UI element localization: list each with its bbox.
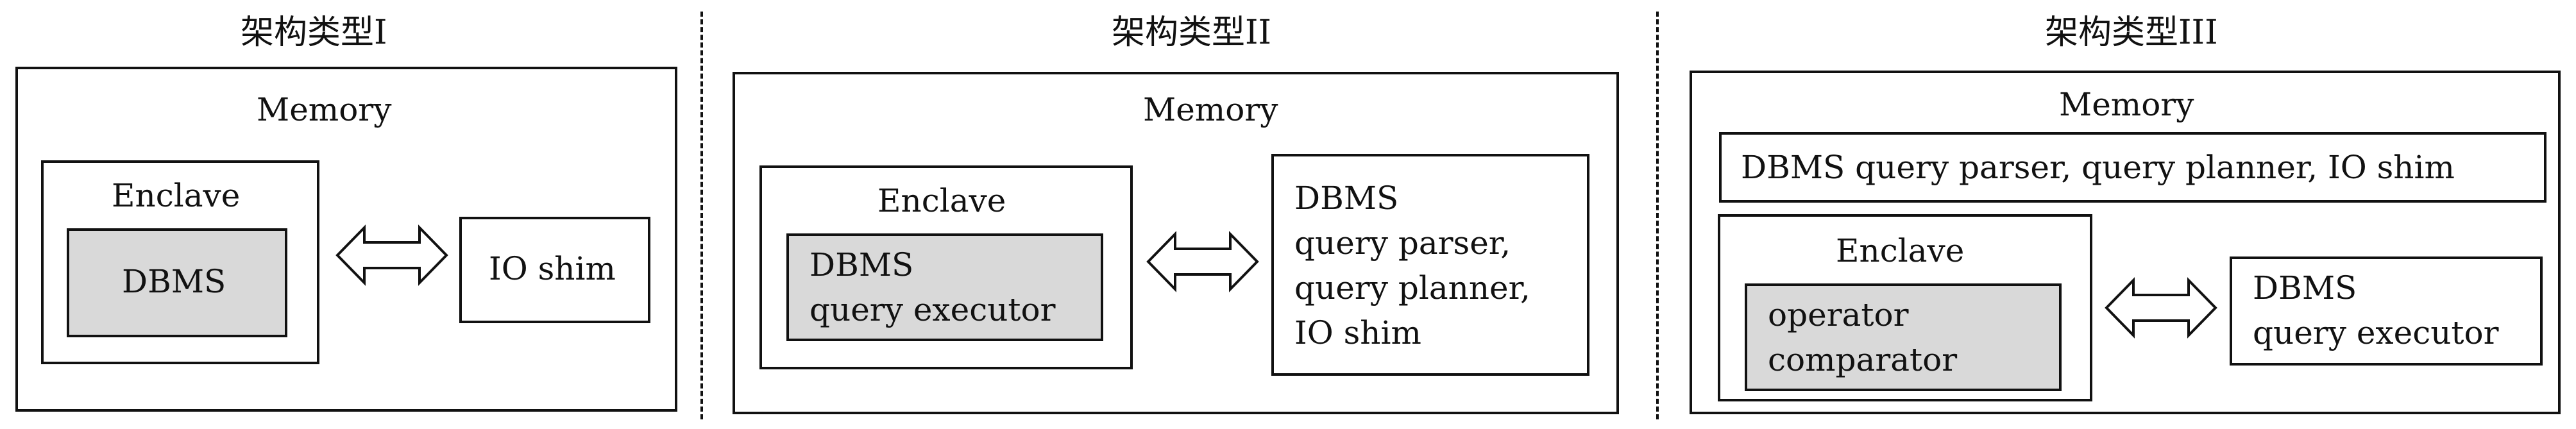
- panel-3-enclave-inner-text: operator comparator: [1768, 292, 1957, 382]
- panel-1-title: 架构类型I: [241, 13, 387, 52]
- panel-3-outside-text: DBMS query executor: [2253, 265, 2499, 355]
- panel-3-outside-line-1: DBMS: [2253, 269, 2357, 307]
- panel-2-outside-line-1: DBMS: [1294, 180, 1399, 217]
- panel-1-enclave-inner-box: [67, 228, 287, 337]
- panel-1-outside-box: [459, 217, 650, 323]
- panel-2-outside-line-4: IO shim: [1294, 314, 1421, 351]
- panel-2-title: 架构类型II: [1112, 13, 1272, 52]
- panel-2-outside-text: DBMS query parser, query planner, IO shi…: [1294, 176, 1530, 355]
- panel-3-top-bar-text: DBMS query parser, query planner, IO shi…: [1741, 149, 2455, 186]
- panel-2-outside-box: [1271, 154, 1589, 376]
- panel-2-memory-label: Memory: [1143, 91, 1278, 128]
- panel-2-outside-line-3: query planner,: [1294, 269, 1530, 307]
- panel-2-enclave-inner-box: [786, 233, 1103, 341]
- panel-1-double-arrow-icon: [335, 224, 448, 286]
- panel-3-enclave-inner-line-2: comparator: [1768, 341, 1958, 378]
- panel-1-enclave-inner-text: DBMS: [122, 259, 226, 304]
- panel-1-outside-text: IO shim: [489, 246, 616, 291]
- panel-1-memory-label: Memory: [257, 91, 392, 128]
- panel-divider-2: [1656, 12, 1659, 419]
- panel-3-double-arrow-icon: [2105, 277, 2217, 339]
- panel-2-enclave-inner-text: DBMS query executor: [809, 242, 1056, 332]
- panel-3-enclave-label: Enclave: [1836, 232, 1965, 269]
- panel-2-enclave-inner-line-1: DBMS: [809, 246, 914, 283]
- panel-3-memory-label: Memory: [2059, 86, 2194, 123]
- panel-2-double-arrow-icon: [1146, 231, 1259, 292]
- panel-2-enclave-label: Enclave: [877, 182, 1006, 219]
- panel-3-outside-line-2: query executor: [2253, 314, 2499, 351]
- panel-3-title: 架构类型III: [2045, 13, 2218, 52]
- panel-3-enclave-inner-line-1: operator: [1768, 296, 1909, 333]
- panel-1-outside-line-1: IO shim: [489, 250, 616, 287]
- panel-1-enclave-label: Enclave: [112, 177, 241, 214]
- panel-divider-1: [700, 12, 703, 419]
- panel-2-enclave-inner-line-2: query executor: [809, 291, 1056, 328]
- panel-3-enclave-inner-box: [1745, 283, 2062, 391]
- panel-3-outside-box: [2230, 257, 2543, 366]
- panel-3-top-bar-box: [1719, 132, 2546, 203]
- panel-2-outside-line-2: query parser,: [1294, 224, 1511, 262]
- panel-1-enclave-inner-line-1: DBMS: [122, 263, 226, 300]
